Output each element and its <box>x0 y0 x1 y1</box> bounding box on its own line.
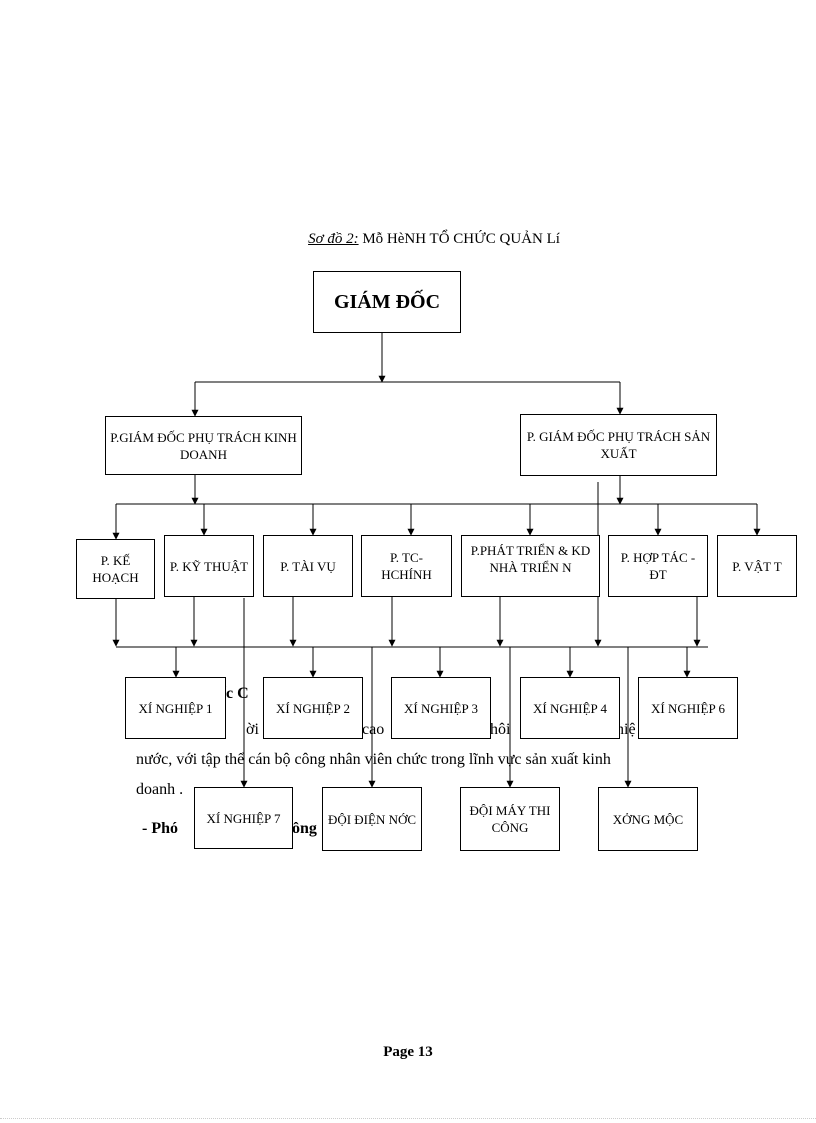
department-box-technical: P. KỸ THUẬT <box>164 535 254 597</box>
page-number: Page 13 <box>383 1044 433 1060</box>
body-text-line: nước, với tập thể cán bộ công nhân viên … <box>136 751 611 768</box>
unit-box-enterprise-2: XÍ NGHIỆP 2 <box>263 677 363 739</box>
director-box: GIÁM ĐỐC <box>313 271 461 333</box>
deputy-business-box: P.GIÁM ĐỐC PHỤ TRÁCH KINH DOANH <box>105 416 302 475</box>
body-text-fragment: hôi <box>490 721 511 738</box>
department-box-supplies: P. VẬT T <box>717 535 797 597</box>
department-box-development: P.PHÁT TRIỂN & KD NHÀ TRIỂN N <box>461 535 600 597</box>
unit-box-machinery-team: ĐỘI MÁY THI CÔNG <box>460 787 560 851</box>
deputy-production-box: P. GIÁM ĐỐC PHỤ TRÁCH SẢN XUẤT <box>520 414 717 476</box>
caption-title: Mỗ HèNH TỔ CHỨC QUẢN Lí <box>362 231 560 247</box>
unit-box-carpentry-workshop: XỞNG MỘC <box>598 787 698 851</box>
unit-box-enterprise-6: XÍ NGHIỆP 6 <box>638 677 738 739</box>
department-box-admin: P. TC-HCHÍNH <box>361 535 452 597</box>
department-box-cooperation: P. HỢP TÁC - ĐT <box>608 535 708 597</box>
body-text-fragment: cao <box>362 721 385 738</box>
body-text-fragment: hiệ <box>616 721 636 738</box>
unit-box-enterprise-4: XÍ NGHIỆP 4 <box>520 677 620 739</box>
department-box-planning: P. KẾ HOẠCH <box>76 539 155 599</box>
body-text-fragment: ông <box>292 820 317 837</box>
unit-box-enterprise-1: XÍ NGHIỆP 1 <box>125 677 226 739</box>
page-bottom-divider <box>0 1118 816 1119</box>
unit-box-enterprise-3: XÍ NGHIỆP 3 <box>391 677 491 739</box>
body-text-fragment: - Phó <box>142 820 178 837</box>
unit-box-enterprise-7: XÍ NGHIỆP 7 <box>194 787 293 849</box>
unit-box-electric-water-team: ĐỘI ĐIỆN NỚC <box>322 787 422 851</box>
department-box-finance: P. TÀI VỤ <box>263 535 353 597</box>
body-text-line: doanh . <box>136 781 184 798</box>
caption-label: Sơ đồ 2: <box>308 231 359 247</box>
diagram-caption: Sơ đồ 2: Mỗ HèNH TỔ CHỨC QUẢN Lí <box>0 231 816 248</box>
